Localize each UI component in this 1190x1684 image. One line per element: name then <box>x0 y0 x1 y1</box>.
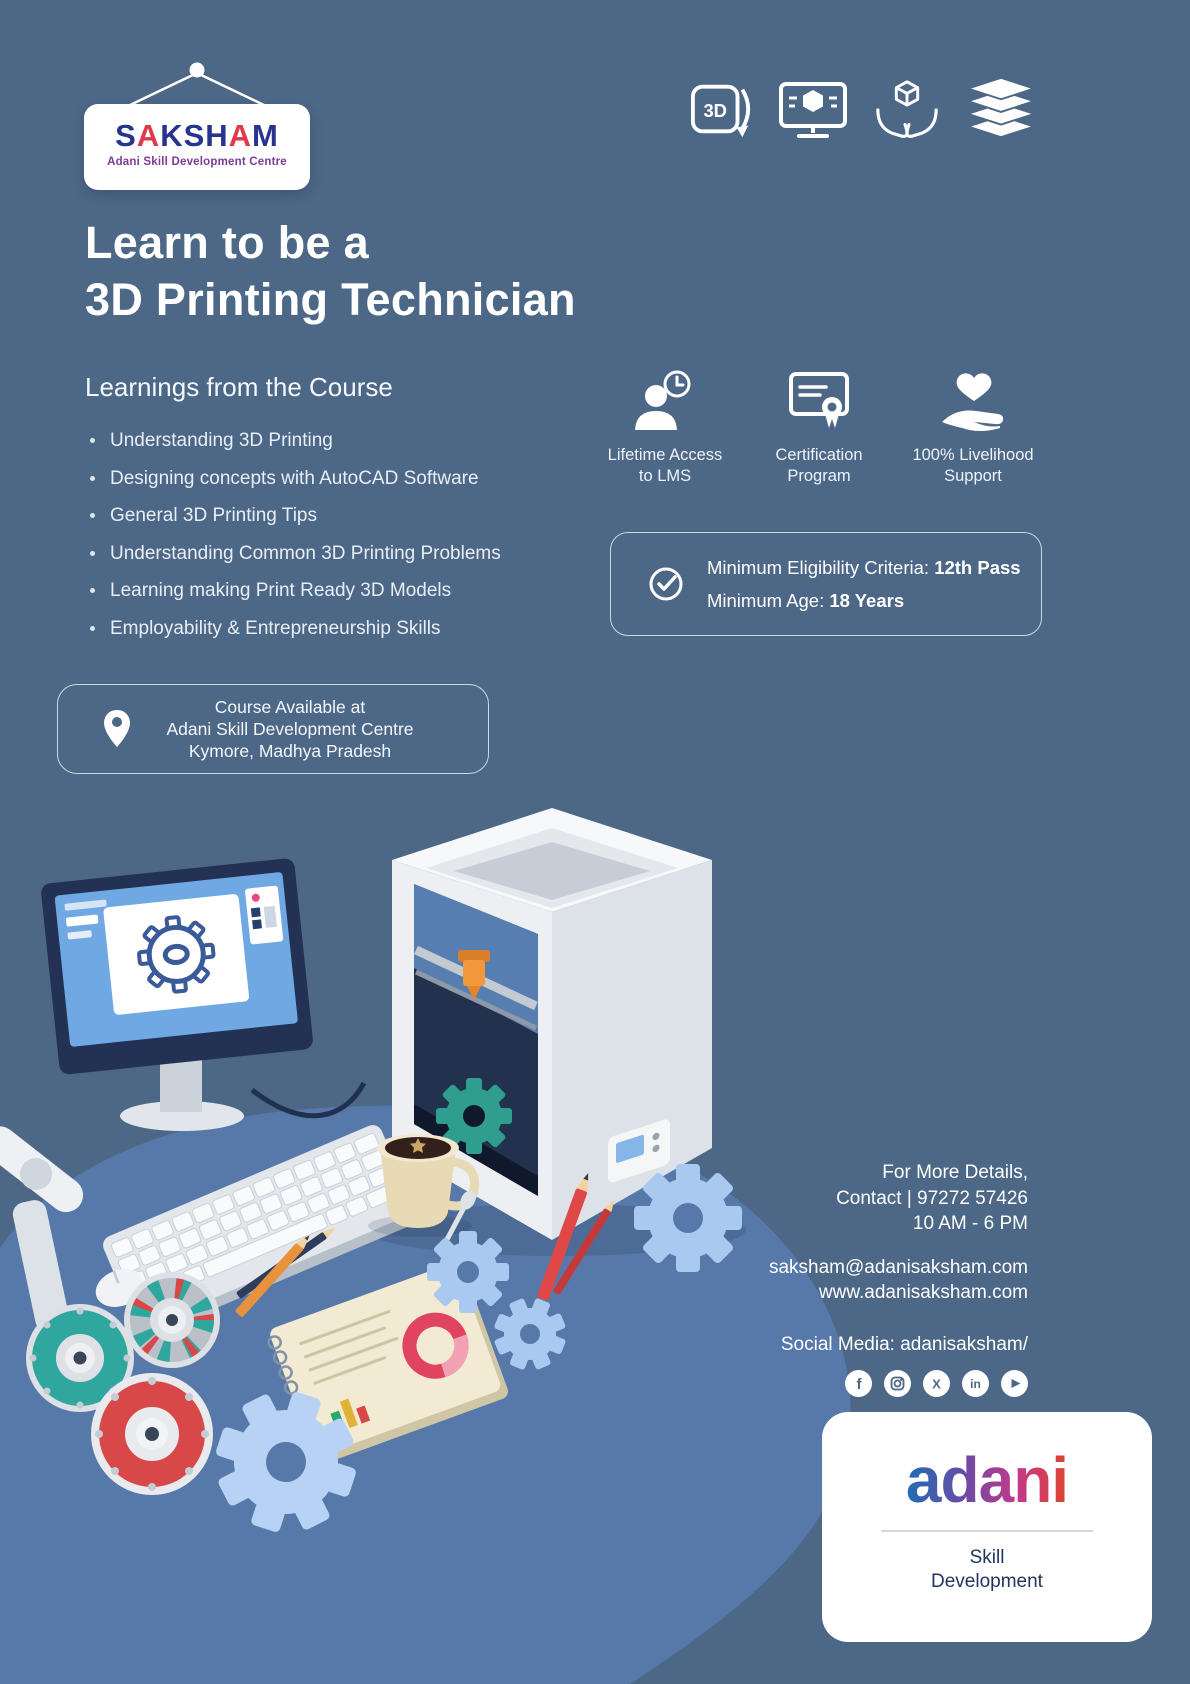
hand-heart-icon <box>942 373 1004 431</box>
blue-gear-bottom <box>214 1390 358 1534</box>
learning-item: Designing concepts with AutoCAD Software <box>88 460 501 498</box>
printer-shadow <box>366 1204 746 1256</box>
location-line1: Course Available at <box>214 697 366 717</box>
adani-footer-card: adani Skill Development <box>822 1412 1152 1642</box>
printed-gear <box>436 1078 512 1154</box>
location-text: Course Available at Adani Skill Developm… <box>132 696 488 762</box>
eligibility-text: Minimum Eligibility Criteria: 12th Pass … <box>707 551 1021 617</box>
filament-spools <box>26 1272 220 1495</box>
check-circle-icon <box>649 567 683 601</box>
location-box: Course Available at Adani Skill Developm… <box>57 684 489 774</box>
keyboard <box>103 1125 418 1337</box>
x-icon[interactable]: X <box>923 1370 950 1397</box>
youtube-icon[interactable] <box>1001 1370 1028 1397</box>
location-pin-icon <box>104 710 130 747</box>
robotic-arm <box>0 1126 84 1332</box>
printer <box>392 808 712 1240</box>
contact-email[interactable]: saksham@adanisaksham.com <box>768 1256 1028 1278</box>
facebook-icon[interactable]: f <box>845 1370 872 1397</box>
social-media-label: Social Media: adanisaksham/ <box>780 1333 1028 1355</box>
social-icon-row: f X in <box>769 1370 1028 1397</box>
clock-user-icon <box>635 370 691 430</box>
learnings-title: Learnings from the Course <box>85 372 393 402</box>
contact-phone: Contact | 97272 57426 <box>836 1187 1028 1209</box>
layers-stack-icon <box>964 77 1038 139</box>
extruder <box>458 950 490 1000</box>
cad-gear-drawing <box>136 914 216 994</box>
contact-block: For More Details, Contact | 97272 57426 … <box>769 1160 1028 1397</box>
eligibility-criteria-line: Minimum Eligibility Criteria: 12th Pass <box>707 557 1021 578</box>
page-title: Learn to be a 3D Printing Technician <box>85 214 576 328</box>
background-blob <box>0 1105 851 1684</box>
learning-item: General 3D Printing Tips <box>88 497 501 535</box>
printer-control-panel <box>608 1119 670 1183</box>
hands-cube-icon <box>875 80 938 138</box>
monitor <box>41 858 313 1075</box>
blue-gear-large <box>634 1164 742 1272</box>
notebook <box>267 1263 508 1463</box>
adani-logo: adani <box>905 1444 1069 1516</box>
learning-item: Learning making Print Ready 3D Models <box>88 572 501 610</box>
page-title-line1: Learn to be a <box>85 217 369 268</box>
eligibility-age-line: Minimum Age: 18 Years <box>707 590 905 611</box>
hanger-pin-icon <box>127 62 267 108</box>
monitor-cable <box>250 1081 367 1119</box>
footer-subtitle: Skill Development <box>931 1547 1043 1592</box>
3d-badge-icon: 3D <box>690 84 751 138</box>
location-line2: Adani Skill Development Centre <box>166 719 414 739</box>
location-line3: Kymore, Madhya Pradesh <box>188 741 392 761</box>
contact-line1: For More Details, <box>882 1162 1028 1183</box>
saksham-logo-card: SAKSHAM Adani Skill Development Centre <box>84 104 310 190</box>
saksham-logo-subtitle: Adani Skill Development Centre <box>107 156 287 168</box>
monitor-3d-icon <box>779 82 848 138</box>
page-title-line2: 3D Printing Technician <box>85 274 576 325</box>
svg-text:in: in <box>970 1377 981 1391</box>
pencils-left <box>235 1227 336 1317</box>
learning-item: Understanding Common 3D Printing Problem… <box>88 535 501 573</box>
pencils-right <box>537 1173 615 1301</box>
blue-gear-small <box>493 1297 567 1371</box>
monitor-stand <box>120 1054 244 1131</box>
saksham-logo-title: SAKSHAM <box>115 118 279 153</box>
workspace-illustration <box>0 808 851 1684</box>
blue-gear-medium <box>427 1231 509 1313</box>
contact-hours: 10 AM - 6 PM <box>912 1213 1028 1234</box>
eligibility-box: Minimum Eligibility Criteria: 12th Pass … <box>610 532 1042 636</box>
mouse <box>95 1269 145 1307</box>
3d-badge-text: 3D <box>703 100 727 121</box>
contact-website[interactable]: www.adanisaksham.com <box>818 1282 1028 1303</box>
learnings-list: Understanding 3D Printing Designing conc… <box>88 422 501 647</box>
instagram-icon[interactable] <box>884 1370 911 1397</box>
latte-star <box>410 1138 426 1153</box>
coffee-cup <box>368 1134 480 1249</box>
linkedin-icon[interactable]: in <box>962 1370 989 1397</box>
learning-item: Employability & Entrepreneurship Skills <box>88 610 501 648</box>
svg-text:f: f <box>857 1376 863 1393</box>
certificate-icon <box>789 372 849 428</box>
svg-text:X: X <box>932 1377 941 1392</box>
footer-divider <box>881 1530 1093 1532</box>
spoon <box>441 1190 476 1249</box>
top-icon-strip: 3D <box>690 76 1038 142</box>
learning-item: Understanding 3D Printing <box>88 422 501 460</box>
